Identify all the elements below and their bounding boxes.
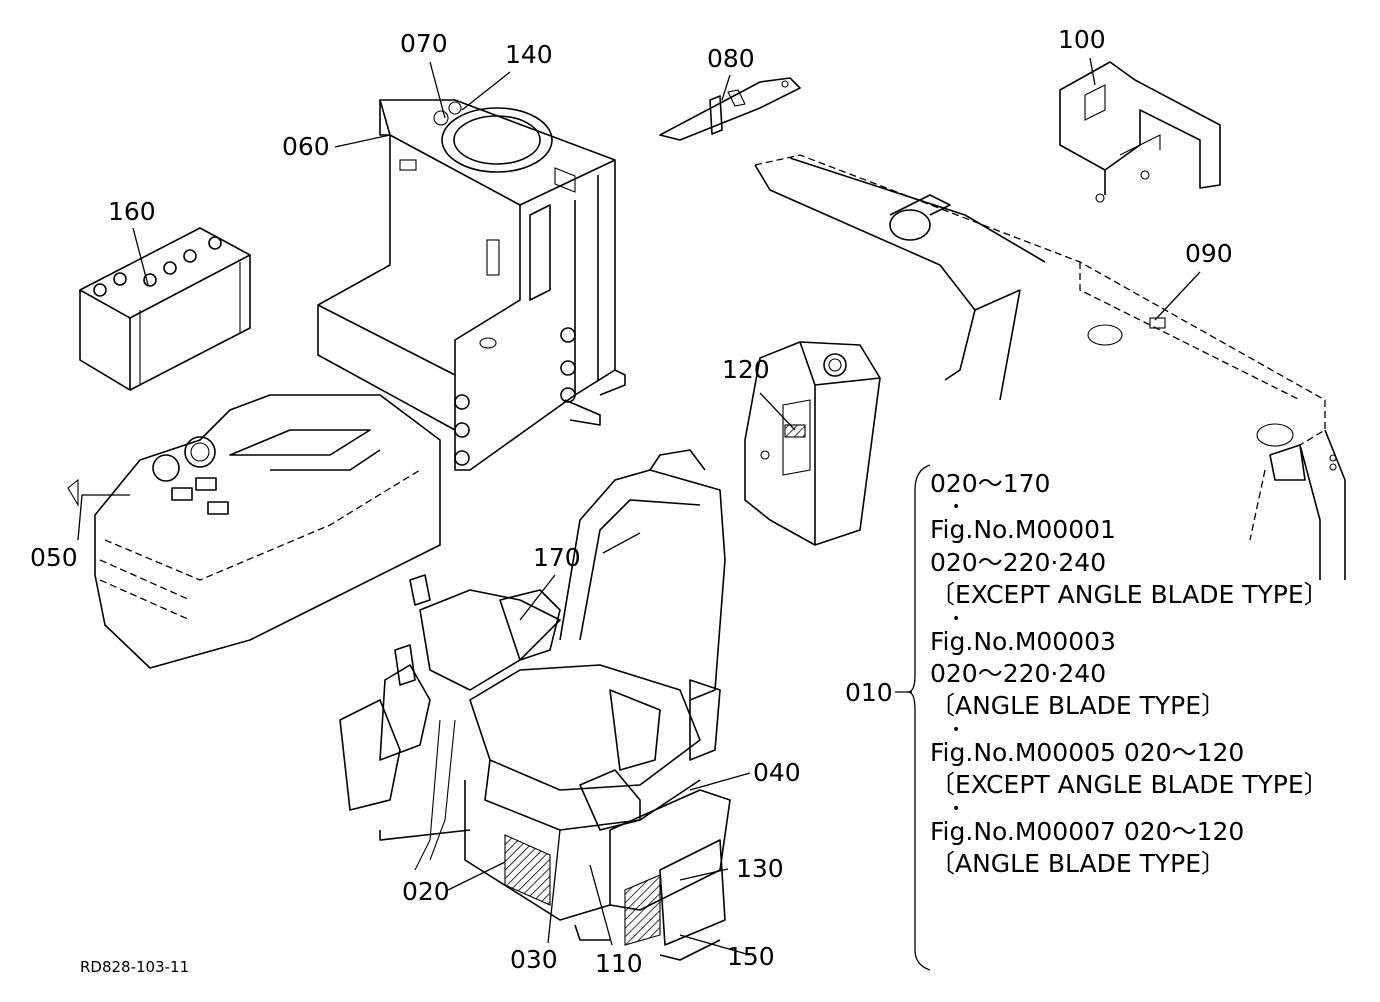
notes-bracket	[907, 464, 931, 971]
callout-150: 150	[727, 942, 775, 971]
note-line: Fig.No.M00001	[930, 515, 1116, 545]
callout-labels: 070 140 060 080 100 160 090 120 050 170 …	[30, 25, 1233, 978]
callout-130: 130	[736, 854, 784, 883]
tank-frame-part	[317, 99, 626, 471]
seat-assembly-part	[339, 449, 731, 961]
note-line: Fig.No.M00005 020～120	[930, 737, 1245, 767]
callout-020: 020	[402, 877, 450, 906]
callout-160: 160	[108, 197, 156, 226]
callout-060: 060	[282, 132, 330, 161]
bracket-part-080	[659, 77, 801, 141]
note-line: Fig.No.M00007 020～120	[930, 816, 1245, 846]
callout-110: 110	[595, 949, 643, 978]
note-separator-dot: •	[952, 721, 961, 738]
note-line: 020～220·240	[930, 659, 1107, 689]
note-line: 020～170	[930, 469, 1051, 498]
callout-170: 170	[533, 543, 581, 572]
note-separator-dot: •	[952, 800, 961, 817]
callout-010: 010	[845, 678, 893, 707]
figure-reference-code: RD828-103-11	[80, 958, 189, 976]
note-line: 〔ANGLE BLADE TYPE〕	[930, 849, 1227, 879]
console-panel-part-120	[744, 341, 881, 546]
note-separator-dot: •	[952, 499, 961, 516]
callout-120: 120	[722, 355, 770, 384]
callout-100: 100	[1058, 25, 1106, 54]
callout-090: 090	[1185, 239, 1233, 268]
callout-140: 140	[505, 40, 553, 69]
battery-part-160	[79, 227, 251, 391]
note-line: 〔ANGLE BLADE TYPE〕	[930, 691, 1227, 721]
cover-part-100	[1059, 61, 1221, 203]
callout-030: 030	[510, 945, 558, 974]
leader-lines	[77, 57, 1201, 956]
frame-part-090	[754, 154, 1346, 580]
applicability-notes: 020～170 • Fig.No.M00001 020～220·240 〔EXC…	[930, 468, 1370, 880]
note-line: 〔EXCEPT ANGLE BLADE TYPE〕	[930, 770, 1329, 800]
callout-040: 040	[753, 758, 801, 787]
note-line: 〔EXCEPT ANGLE BLADE TYPE〕	[930, 580, 1329, 610]
callout-070: 070	[400, 29, 448, 58]
note-separator-dot: •	[952, 610, 961, 627]
callout-080: 080	[707, 44, 755, 73]
note-line: 020～220·240	[930, 547, 1107, 577]
fender-part-050	[67, 394, 441, 669]
callout-050: 050	[30, 543, 78, 572]
note-line: Fig.No.M00003	[930, 626, 1116, 656]
